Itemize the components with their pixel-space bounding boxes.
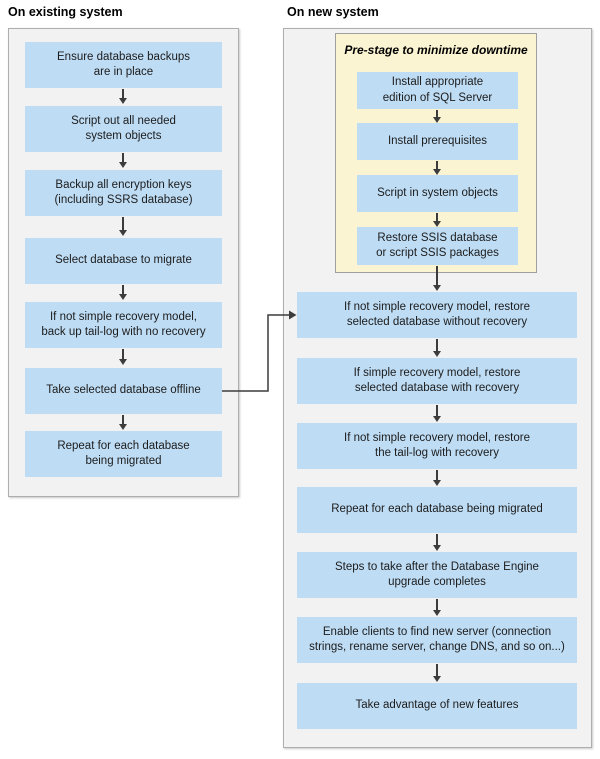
step-select-database: Select database to migrate <box>25 238 222 284</box>
step-install-prerequisites: Install prerequisites <box>357 123 518 160</box>
step-restore-without-recovery: If not simple recovery model, restore se… <box>297 292 577 338</box>
step-repeat-databases-new: Repeat for each database being migrated <box>297 487 577 533</box>
flow-arrow-down <box>436 599 438 610</box>
step-new-features: Take advantage of new features <box>297 683 577 729</box>
flow-arrow-down <box>122 415 124 424</box>
existing-system-title: On existing system <box>8 5 123 19</box>
step-install-sql-server: Install appropriate edition of SQL Serve… <box>357 72 518 109</box>
step-script-in-system-objects: Script in system objects <box>357 175 518 212</box>
step-restore-ssis: Restore SSIS database or script SSIS pac… <box>357 227 518 265</box>
flow-arrow-down <box>436 664 438 676</box>
flow-arrow-down <box>122 285 124 294</box>
step-take-database-offline: Take selected database offline <box>25 368 222 414</box>
flow-arrow-down <box>436 339 438 351</box>
step-backup-tail-log: If not simple recovery model, back up ta… <box>25 302 222 348</box>
step-restore-with-recovery: If simple recovery model, restore select… <box>297 358 577 404</box>
prestage-title: Pre-stage to minimize downtime <box>344 43 528 57</box>
flow-arrow-down <box>122 349 124 359</box>
flow-arrow-down <box>122 89 124 98</box>
step-restore-tail-log: If not simple recovery model, restore th… <box>297 423 577 469</box>
flow-arrow-down <box>436 405 438 416</box>
flow-arrow-down <box>122 153 124 162</box>
step-backup-encryption-keys: Backup all encryption keys (including SS… <box>25 170 222 216</box>
flow-arrow-down <box>436 110 438 117</box>
flow-arrow-down <box>436 213 438 221</box>
flow-arrow-down <box>436 470 438 480</box>
step-ensure-backups: Ensure database backups are in place <box>25 42 222 88</box>
new-system-title: On new system <box>287 5 379 19</box>
flow-arrow-down <box>436 534 438 545</box>
flow-arrow-down <box>436 266 438 285</box>
step-script-system-objects: Script out all needed system objects <box>25 106 222 152</box>
step-repeat-databases: Repeat for each database being migrated <box>25 431 222 477</box>
step-enable-clients: Enable clients to find new server (conne… <box>297 617 577 663</box>
flow-arrow-down <box>122 217 124 230</box>
step-post-upgrade-steps: Steps to take after the Database Engine … <box>297 552 577 598</box>
flow-arrow-down <box>436 161 438 169</box>
